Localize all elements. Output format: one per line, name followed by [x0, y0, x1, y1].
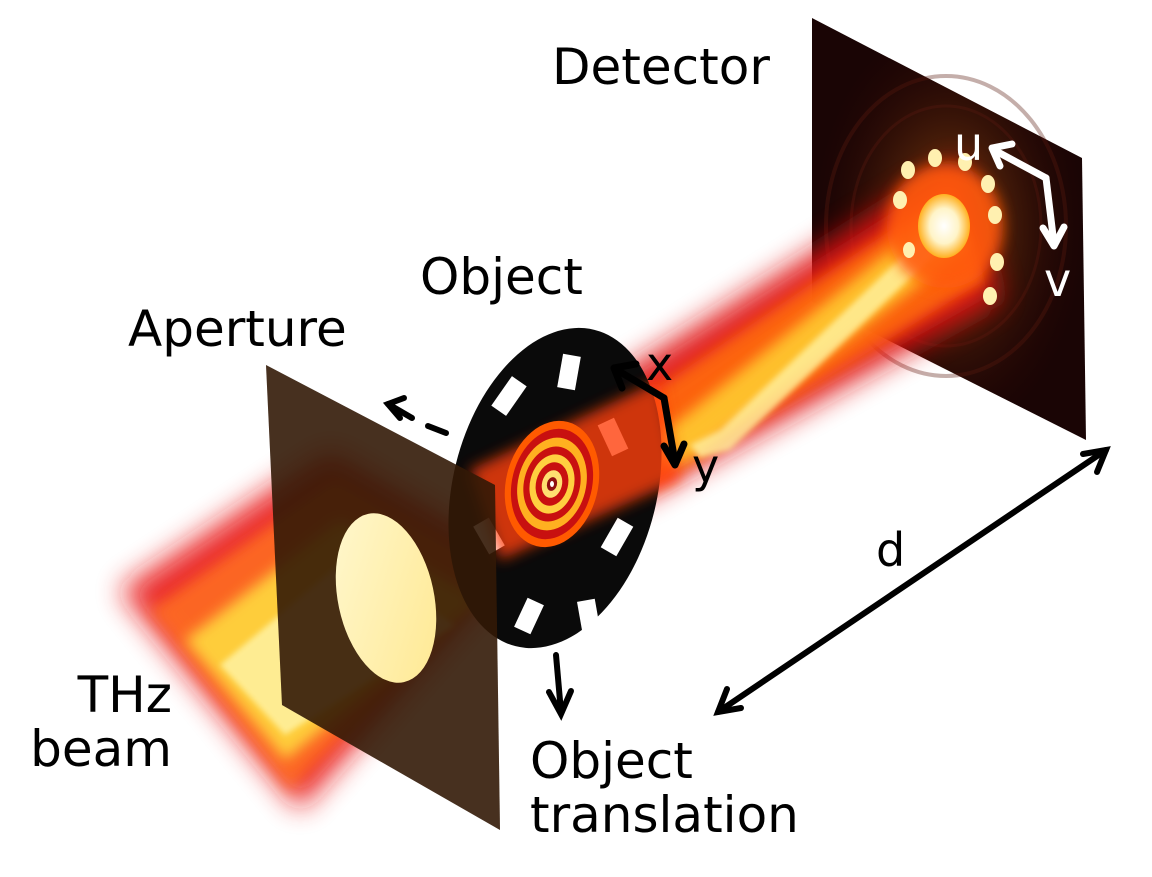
distance-label: d	[876, 523, 905, 577]
thz-beam-label-line2: beam	[20, 722, 172, 776]
object-translation-label-line1: Object	[530, 734, 799, 788]
object-translation-label-line2: translation	[530, 788, 799, 842]
thz-beam-label-line1: THz	[20, 668, 172, 722]
translation-arrow-left	[388, 398, 446, 433]
object-label: Object	[420, 250, 583, 304]
axis-v-label: v	[1044, 253, 1071, 307]
axis-y-label: y	[692, 439, 719, 493]
aperture-label: Aperture	[128, 302, 347, 356]
axis-x-label: x	[646, 337, 673, 391]
distance-arrow	[718, 450, 1106, 712]
axis-u-label: u	[954, 117, 983, 171]
thz-beam-label: THz beam	[20, 668, 172, 776]
detector-label: Detector	[552, 40, 770, 94]
object-translation-label: Object translation	[530, 734, 799, 842]
translation-arrow-down	[549, 655, 571, 714]
